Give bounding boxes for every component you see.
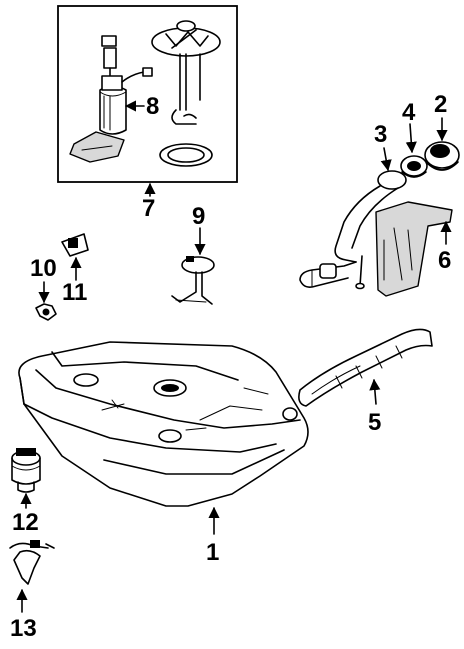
filler-hose-part — [298, 328, 433, 407]
fuel-tank-part — [18, 341, 309, 507]
leader-lines — [16, 100, 452, 613]
fuel-cap-part — [424, 141, 460, 171]
callout-3: 3 — [374, 121, 387, 148]
sender-bracket-part — [151, 20, 221, 167]
grommet-part — [35, 303, 57, 321]
callout-9: 9 — [192, 203, 205, 230]
filler-neck-part — [299, 170, 407, 290]
clip-part — [61, 233, 89, 257]
callout-7: 7 — [142, 195, 155, 222]
filter-bracket-part — [9, 540, 55, 585]
callout-10: 10 — [30, 255, 57, 282]
callout-11: 11 — [62, 279, 87, 306]
callout-12: 12 — [12, 509, 39, 536]
fuel-filter-part — [11, 448, 41, 493]
fuel-pump-assembly-part — [69, 35, 153, 163]
cap-gasket-part — [400, 155, 428, 178]
filler-pipe-protector-part — [375, 201, 453, 297]
fuel-gauge-sending-unit-part — [171, 256, 215, 305]
callout-labels: 1 2 3 4 5 6 7 8 9 10 11 12 13 — [10, 91, 451, 642]
callout-5: 5 — [368, 409, 381, 436]
callout-6: 6 — [438, 247, 451, 274]
callout-8: 8 — [146, 93, 159, 120]
callout-2: 2 — [434, 91, 447, 118]
callout-4: 4 — [402, 99, 416, 126]
callout-1: 1 — [206, 539, 219, 566]
callout-13: 13 — [10, 615, 37, 642]
